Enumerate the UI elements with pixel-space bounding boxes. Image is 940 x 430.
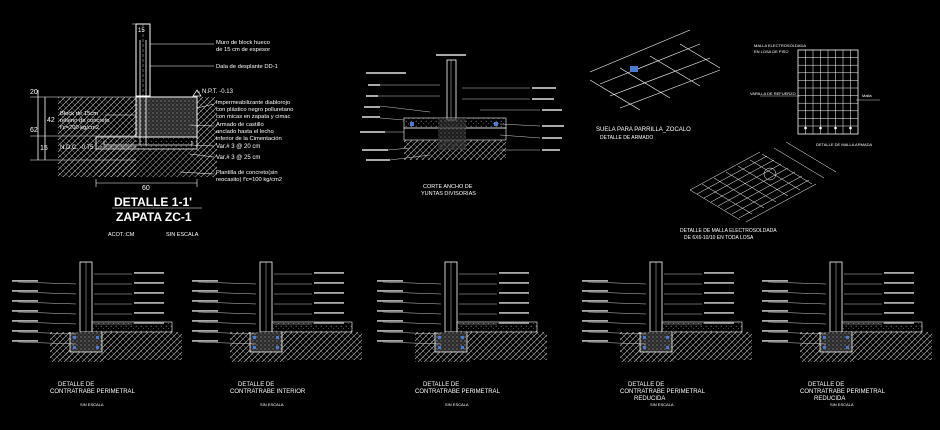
bottom-title-3: REDUCIDA <box>814 396 845 402</box>
grid-note-1: MALLA ELECTROSOLDADA <box>754 43 806 48</box>
dim-42: 42 <box>47 117 55 124</box>
dim-15: 15 <box>40 145 48 152</box>
main-escala: SIN ESCALA <box>166 232 199 238</box>
iso-title-2: DE 6X6-10/10 EN TODA LOSA <box>684 235 754 241</box>
upper-section-detail: CORTE ANCHO DE YUNTAS DIVISORIAS <box>360 54 564 197</box>
main-acot: ACOT.:CM <box>108 232 135 238</box>
section-title-1: CORTE ANCHO DE <box>423 184 473 190</box>
mesh-title-1: SUELA PARA PARRILLA_ZOCALO <box>596 127 691 133</box>
bottom-title-1: DETALLE DE <box>58 382 94 388</box>
square-grid-detail <box>760 49 880 135</box>
label-waterproof-3: con micas en zapata y cimac <box>216 114 291 120</box>
label-var-2: Var.# 3 @ 25 cm <box>216 155 260 161</box>
label-plantilla-2: reocasito) f'c=100 kg/cm2 <box>216 177 282 183</box>
label-armado-1: Armado de castillo <box>216 122 264 128</box>
main-title-2: ZAPATA ZC-1 <box>116 210 192 224</box>
label-block-2: relleno de concreto <box>60 118 109 124</box>
bottom-scale: SIN ESCALA <box>260 402 284 407</box>
bottom-scale: SIN ESCALA <box>830 402 854 407</box>
bottom-title-2: CONTRATRABE PERIMETRAL <box>50 389 136 395</box>
main-detail: 20 42 62 15 15 60 <box>30 23 293 238</box>
label-block-1: Block de 15cm <box>60 111 98 117</box>
label-armado-2: anclado hasta el lecho <box>216 129 274 135</box>
bottom-title-1: DETALLE DE <box>628 382 664 388</box>
iso-title-1: DETALLE DE MALLA ELECTROSOLDADA <box>680 228 777 234</box>
bottom-title-2: CONTRATRABE PERIMETRAL <box>415 389 501 395</box>
label-waterproof-2: con plástico negro polluretano <box>216 107 293 113</box>
label-npt: N.P.T. -0.13 <box>202 89 234 95</box>
bottom-title-2: CONTRATRABE INTERIOR <box>230 389 306 395</box>
bottom-scale: SIN ESCALA <box>80 402 104 407</box>
grid-note-2: EN LOSA DE PISO <box>754 49 788 54</box>
iso-mesh-detail <box>689 141 837 223</box>
section-title-2: YUNTAS DIVISORIAS <box>421 191 476 197</box>
grid-right-2: DETALLE DE MALLA ARMADA <box>816 142 873 147</box>
label-block-wall-2: de 15 cm de espesor <box>216 47 270 53</box>
label-armado-3: inferior de la Cimentación <box>216 136 282 142</box>
bottom-scale: SIN ESCALA <box>650 402 674 407</box>
mesh-title-2: DETALLE DE ARMADO <box>600 135 653 141</box>
label-plantilla-1: Plantilla de concreto(sin <box>216 170 278 176</box>
label-waterproof-1: Impermeabilizante diablorojo <box>216 100 290 106</box>
bottom-scale: SIN ESCALA <box>445 402 469 407</box>
bottom-title-1: DETALLE DE <box>423 382 459 388</box>
dim-60: 60 <box>142 185 150 192</box>
label-dala: Dala de desplante DD-1 <box>216 64 278 70</box>
label-block-3: f'c=200 kg/cm2 <box>60 125 99 131</box>
grid-right-1: Malla <box>862 93 872 98</box>
bottom-title-1: DETALLE DE <box>238 382 274 388</box>
bottom-title-2: CONTRATRABE PERIMETRAL <box>620 389 706 395</box>
dim-top: 15 <box>138 28 145 34</box>
label-var-1: Var.# 3 @ 20 cm <box>216 144 260 150</box>
bottom-title-2: CONTRATRABE PERIMETRAL <box>800 389 886 395</box>
bottom-title-1: DETALLE DE <box>808 382 844 388</box>
dim-62: 62 <box>30 127 38 134</box>
bottom-title-3: REDUCIDA <box>634 396 665 402</box>
main-title-1: DETALLE 1-1' <box>114 195 192 209</box>
mesh-detail <box>589 29 721 111</box>
label-block-wall: Muro de block hueco <box>216 40 270 46</box>
dim-20: 20 <box>30 89 38 96</box>
label-ndc: N.D.C. -0.75 <box>60 145 94 151</box>
grid-label: VARILLA DE REFUERZO <box>750 91 796 96</box>
